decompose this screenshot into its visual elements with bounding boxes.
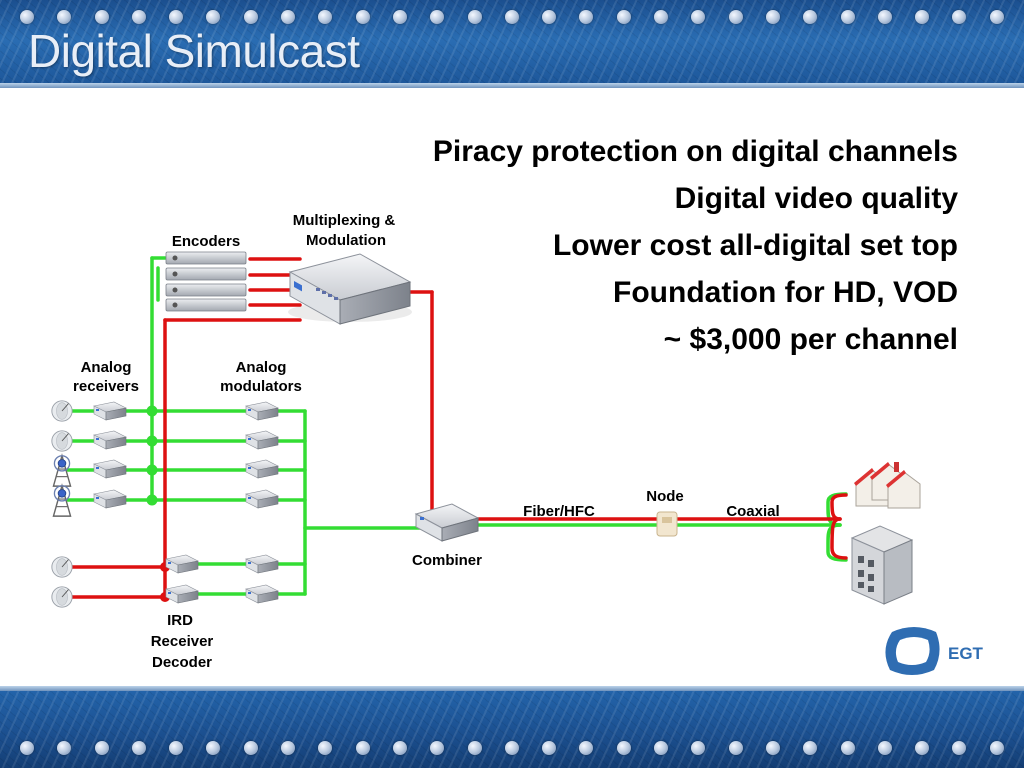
fiber-hfc-label: Fiber/HFC <box>523 503 595 520</box>
analog-modulators <box>245 401 279 604</box>
coaxial-label: Coaxial <box>726 503 779 520</box>
header-band <box>0 0 1024 88</box>
analog-modulators-label-line1: Analog <box>236 359 287 376</box>
footer-band <box>0 686 1024 768</box>
ird-label-line3: Decoder <box>152 654 212 671</box>
node-label: Node <box>646 488 684 505</box>
header-rivets <box>0 10 1024 24</box>
ird-receivers <box>51 554 199 608</box>
combiner-label: Combiner <box>412 552 482 569</box>
analog-receivers-label-line2: receivers <box>73 378 139 395</box>
modulation-label: Modulation <box>306 232 386 249</box>
junction-dots <box>146 405 170 602</box>
ird-label-line1: IRD <box>167 612 193 629</box>
bullet-item: Digital video quality <box>674 182 958 215</box>
bullet-item: Piracy protection on digital channels <box>432 135 958 168</box>
bullet-item: ~ $3,000 per channel <box>663 323 958 356</box>
ird-label-line2: Receiver <box>151 633 214 650</box>
multiplexing-label: Multiplexing & <box>293 212 396 229</box>
bullet-item: Foundation for HD, VOD <box>613 276 958 309</box>
analog-receivers-label-line1: Analog <box>81 359 132 376</box>
slide-title: Digital Simulcast <box>28 25 360 77</box>
encoders-rack <box>165 251 247 312</box>
combiner-box <box>414 503 480 542</box>
bullet-list: Piracy protection on digital channels Di… <box>318 128 958 363</box>
bullet-item: Lower cost all-digital set top <box>552 229 958 262</box>
multiplexer-box <box>288 253 412 325</box>
building-icon <box>850 525 914 605</box>
logo-text: EGT <box>948 644 984 663</box>
egt-logo: EGT <box>885 627 984 675</box>
encoders-label: Encoders <box>172 233 240 250</box>
houses-icon <box>854 462 921 509</box>
node-device <box>656 511 678 537</box>
analog-modulators-label-line2: modulators <box>220 378 302 395</box>
footer-rivets <box>0 741 1024 755</box>
